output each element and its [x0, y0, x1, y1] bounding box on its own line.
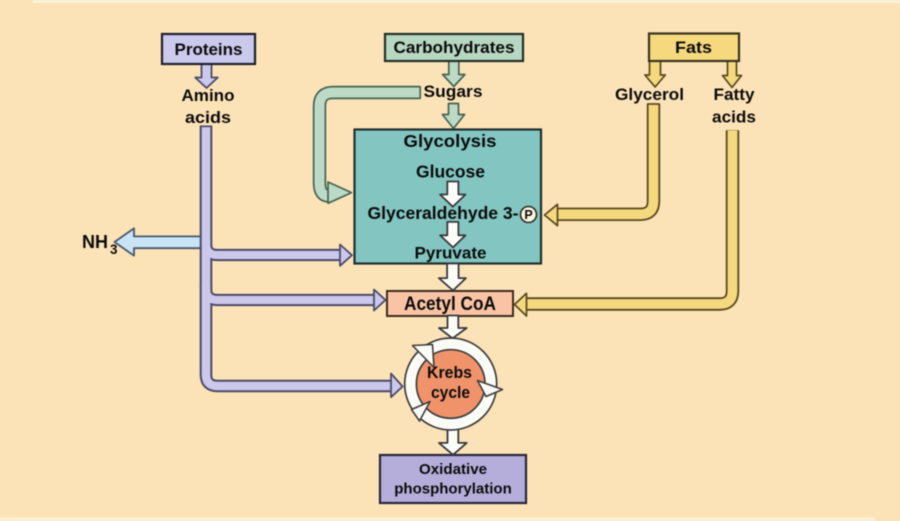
svg-text:Oxidative: Oxidative	[419, 461, 487, 478]
svg-text:acids: acids	[712, 108, 756, 127]
svg-text:phosphorylation: phosphorylation	[394, 481, 512, 498]
svg-text:Glucose: Glucose	[416, 162, 485, 182]
svg-text:Glycolysis: Glycolysis	[404, 131, 497, 151]
svg-text:Fats: Fats	[675, 38, 712, 57]
svg-text:P: P	[524, 208, 532, 222]
svg-text:Krebs: Krebs	[427, 364, 472, 382]
svg-text:Fatty: Fatty	[714, 85, 756, 104]
svg-text:Acetyl CoA: Acetyl CoA	[404, 293, 496, 315]
svg-text:Sugars: Sugars	[424, 82, 483, 101]
svg-text:acids: acids	[185, 108, 231, 127]
svg-text:Glycerol: Glycerol	[615, 85, 684, 104]
svg-text:NH: NH	[82, 231, 108, 252]
svg-text:cycle: cycle	[431, 384, 470, 402]
svg-text:Carbohydrates: Carbohydrates	[394, 39, 515, 57]
svg-text:Pyruvate: Pyruvate	[415, 244, 487, 263]
svg-text:3: 3	[110, 242, 118, 257]
svg-text:Glyceraldehyde 3-: Glyceraldehyde 3-	[368, 203, 519, 223]
svg-text:Amino: Amino	[182, 86, 235, 105]
svg-text:Proteins: Proteins	[175, 40, 243, 59]
